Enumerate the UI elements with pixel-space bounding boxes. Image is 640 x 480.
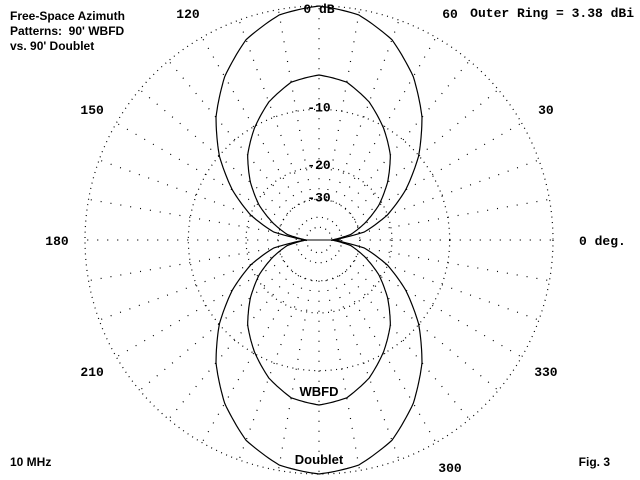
spoke-80 xyxy=(325,9,361,200)
angle-label-330: 330 xyxy=(534,365,558,380)
frequency-label: 10 MHz xyxy=(10,455,51,469)
ring-4 xyxy=(295,216,343,264)
spoke-320 xyxy=(349,265,499,391)
ring-label-3: -30 xyxy=(307,190,331,205)
angle-label-210: 210 xyxy=(80,365,104,380)
figure-label: Fig. 3 xyxy=(579,455,611,469)
grid xyxy=(84,5,554,475)
angle-label-60: 60 xyxy=(442,7,458,22)
title-line-1: Free-Space Azimuth xyxy=(10,9,125,23)
pattern-curves xyxy=(215,5,423,475)
ring-2 xyxy=(245,166,393,314)
spoke-140 xyxy=(139,89,289,215)
outer-ring-label: Outer Ring = 3.38 dBi xyxy=(470,6,634,21)
ring-1 xyxy=(187,108,451,372)
angle-label-0: 0 deg. xyxy=(579,234,626,249)
ring-label-1: -10 xyxy=(307,100,331,115)
spoke-260 xyxy=(277,280,313,471)
angle-label-150: 150 xyxy=(80,103,104,118)
angle-label-300: 300 xyxy=(438,461,462,476)
series-label-wbfd: WBFD xyxy=(300,384,339,399)
labels: Free-Space Azimuth Patterns: 90' WBFD vs… xyxy=(10,2,634,476)
series-label-doublet: Doublet xyxy=(295,452,344,467)
spoke-10 xyxy=(359,198,550,234)
spoke-280 xyxy=(325,280,361,471)
title-line-2: Patterns: 90' WBFD xyxy=(10,24,125,38)
series-wbfd xyxy=(247,74,391,406)
angle-label-120: 120 xyxy=(176,7,200,22)
ring-label-0: 0 dB xyxy=(303,2,334,17)
title-line-3: vs. 90' Doublet xyxy=(10,39,94,53)
spoke-350 xyxy=(359,246,550,282)
spoke-40 xyxy=(349,89,499,215)
angle-label-180: 180 xyxy=(45,234,69,249)
ring-0 xyxy=(84,5,554,475)
spoke-220 xyxy=(139,265,289,391)
ring-label-2: -20 xyxy=(307,158,331,173)
angle-label-30: 30 xyxy=(538,103,554,118)
